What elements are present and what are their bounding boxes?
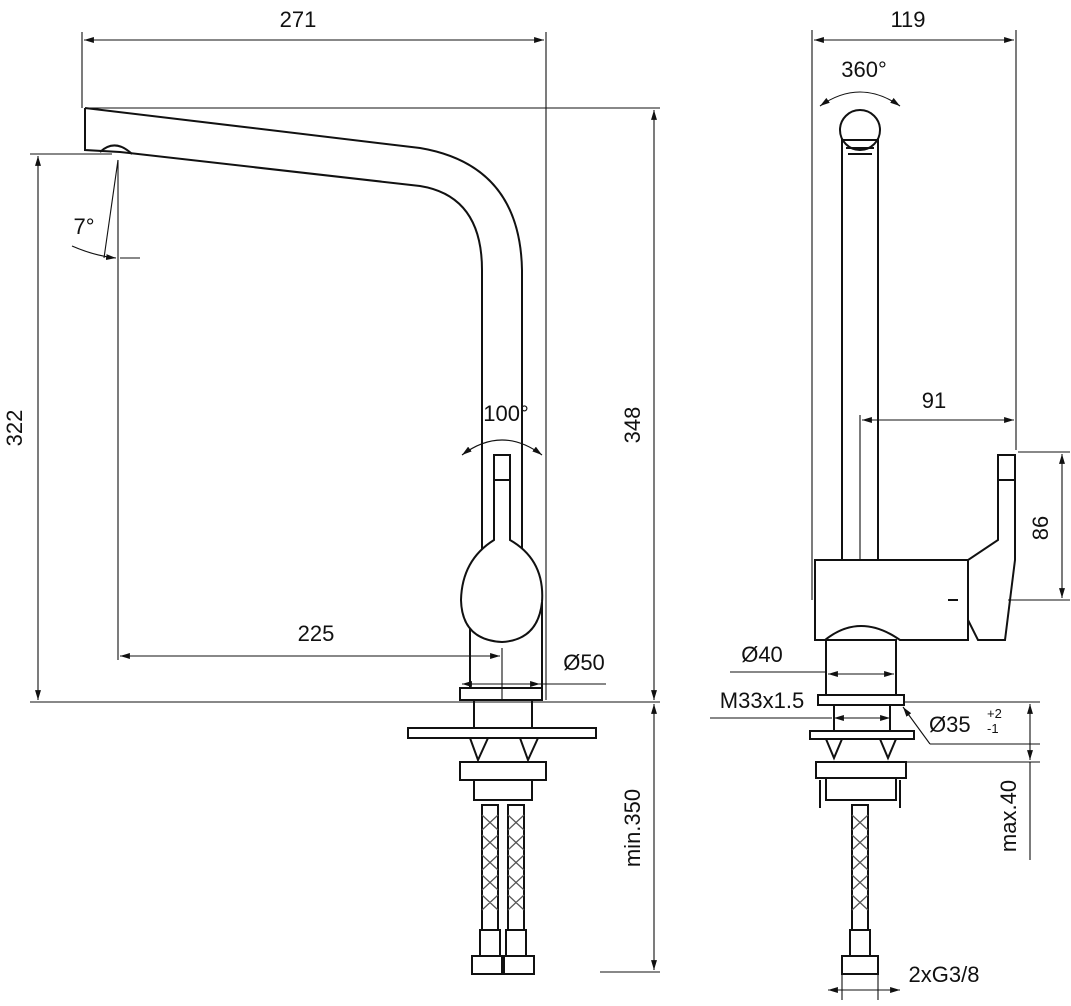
spout-opening	[846, 147, 874, 155]
mount-nut	[459, 761, 547, 781]
side-nut-2	[825, 777, 897, 801]
dim-spout-height: 322	[2, 410, 27, 447]
side-dimensions: 119 360° 91 86 Ø40 M33x1.5 Ø35 +2 -1 max…	[710, 7, 1070, 1000]
mount-wedges	[468, 737, 540, 763]
side-hose-nut	[841, 955, 879, 975]
dim-spout-reach: 225	[298, 621, 335, 646]
dim-handle-height: 86	[1028, 516, 1053, 540]
side-hose-braid	[851, 814, 869, 911]
side-hose-fitting	[849, 929, 871, 957]
mount-stem	[473, 699, 533, 729]
dim-hose-length: min.350	[620, 789, 645, 867]
handle-lever	[459, 454, 544, 644]
dim-body-diameter: Ø40	[741, 642, 783, 667]
side-wedges	[824, 738, 898, 761]
side-view	[809, 109, 1016, 975]
hose-fitting-left	[479, 929, 501, 957]
dim-width-total: 271	[280, 7, 317, 32]
spout-outline	[84, 107, 523, 560]
dim-spout-rotation: 360°	[841, 57, 887, 82]
front-dimensions: 271 322 348 7° 225 Ø50 100° min.350	[2, 7, 660, 973]
hose-fitting-right	[505, 929, 527, 957]
dim-hole-diameter: Ø35	[929, 712, 971, 737]
mount-nut-2	[473, 779, 533, 801]
hose-nut-left	[471, 955, 503, 975]
dim-handle-offset: 91	[922, 388, 946, 413]
front-view	[84, 107, 597, 975]
dim-total-height: 348	[620, 407, 645, 444]
side-nut	[815, 761, 907, 779]
dim-connections: 2xG3/8	[909, 962, 980, 987]
dim-handle-rotation: 100°	[483, 401, 529, 426]
hose-nut-right	[503, 955, 535, 975]
dim-spout-tilt: 7°	[73, 214, 94, 239]
base-ring	[459, 687, 543, 701]
aerator	[99, 144, 133, 155]
dim-thread: M33x1.5	[720, 688, 804, 713]
side-stem	[825, 639, 897, 696]
side-deck-plate	[809, 730, 915, 740]
side-body	[814, 559, 969, 641]
dim-hole-tol-upper: +2	[987, 706, 1002, 721]
dim-depth-total: 119	[890, 7, 925, 32]
dim-deck-thickness: max.40	[996, 780, 1021, 852]
side-handle	[967, 454, 1016, 641]
deck-plate	[407, 727, 597, 739]
spout-top	[839, 109, 881, 151]
side-thread-ring	[817, 694, 905, 706]
hose-braid	[481, 814, 525, 911]
dim-base-diameter: Ø50	[563, 650, 605, 675]
dim-hole-tol-lower: -1	[987, 721, 999, 736]
